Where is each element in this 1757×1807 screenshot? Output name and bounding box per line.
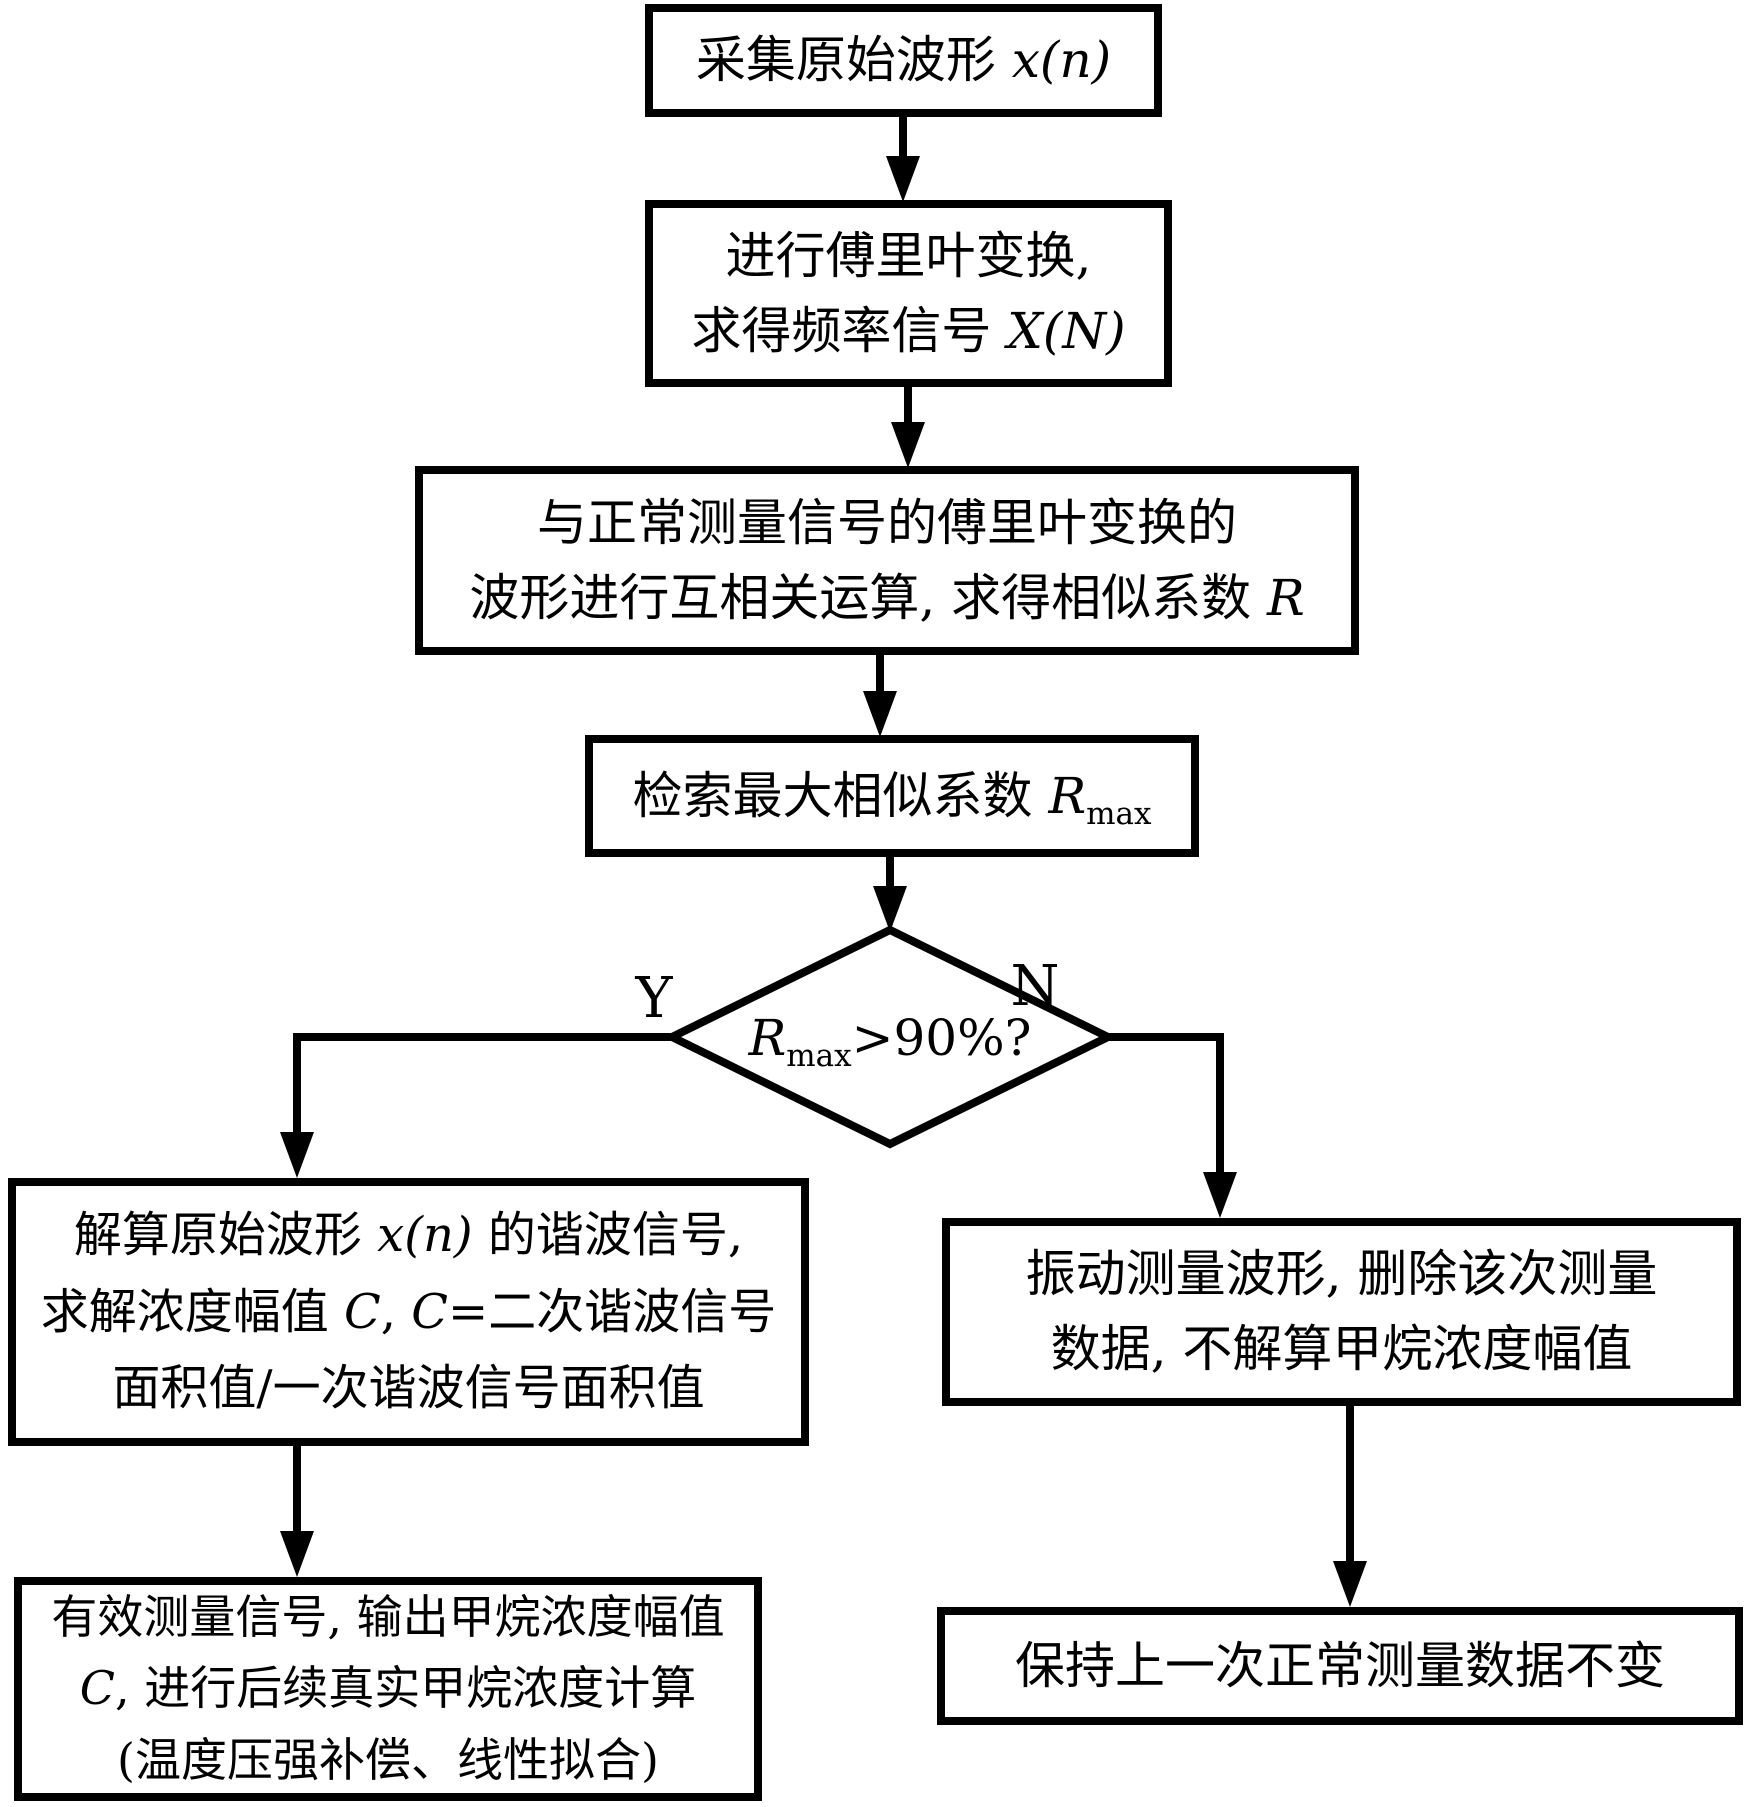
- connector-yes-branch: [280, 1033, 674, 1178]
- valid-math: C: [79, 1661, 115, 1716]
- valid-label2: , 进行后续真实甲烷浓度计算: [114, 1661, 697, 1716]
- branch-label-yes: Y: [614, 965, 694, 1031]
- fourier-math: X(N): [1007, 301, 1126, 360]
- xcorr-line2: 波形进行互相关运算, 求得相似系数 R: [469, 561, 1304, 636]
- valid-line3: (温度压强补偿、线性拟合): [117, 1725, 659, 1796]
- connector-search-to-decision: [873, 857, 907, 932]
- no-label: N: [1010, 953, 1060, 1019]
- harmonics-label2: 求解浓度幅值: [40, 1283, 345, 1340]
- acquire-math: x(n): [1011, 31, 1112, 89]
- harmonics-label1b: 的谐波信号,: [472, 1206, 744, 1263]
- arrow-head-icon: [863, 691, 897, 737]
- search-subscript: max: [1086, 795, 1152, 832]
- keep-line1: 保持上一次正常测量数据不变: [1015, 1629, 1665, 1704]
- fourier-line2: 求得频率信号 X(N): [691, 294, 1125, 369]
- valid-line1: 有效测量信号, 输出甲烷浓度幅值: [51, 1582, 724, 1653]
- node-harmonics: 解算原始波形 x(n) 的谐波信号, 求解浓度幅值 C, C=二次谐波信号 面积…: [8, 1178, 809, 1446]
- connector-xcorr-to-search: [863, 655, 897, 737]
- fourier-label2: 求得频率信号: [691, 301, 1008, 360]
- xcorr-label1: 与正常测量信号的傅里叶变换的: [537, 493, 1237, 552]
- arrow-head-icon: [886, 156, 920, 202]
- decision-condition: >90%?: [851, 1009, 1032, 1067]
- decision-math: R: [748, 1009, 787, 1067]
- node-acquire-text: 采集原始波形 x(n): [696, 23, 1111, 98]
- fourier-label1: 进行傅里叶变换,: [725, 226, 1092, 285]
- acquire-label: 采集原始波形: [695, 31, 1012, 89]
- node-cross-correlation: 与正常测量信号的傅里叶变换的 波形进行互相关运算, 求得相似系数 R: [415, 466, 1359, 655]
- harmonics-label3: 面积值/一次谐波信号面积值: [112, 1360, 705, 1417]
- arrow-head-icon: [873, 886, 907, 932]
- vibration-label2: 数据, 不解算甲烷浓度幅值: [1050, 1320, 1633, 1378]
- vibration-line2: 数据, 不解算甲烷浓度幅值: [1051, 1312, 1633, 1387]
- decision-diamond: [662, 925, 1118, 1149]
- arrow-head-icon: [280, 1531, 314, 1577]
- connector-no-branch: [1106, 1033, 1237, 1218]
- vibration-line1: 振动测量波形, 删除该次测量: [1026, 1237, 1658, 1312]
- harmonics-math2: C: [344, 1283, 381, 1340]
- branch-label-no: N: [990, 953, 1080, 1019]
- decision-text: Rmax>90%?: [748, 1009, 1032, 1072]
- keep-label: 保持上一次正常测量数据不变: [1015, 1636, 1665, 1695]
- connector-fourier-to-xcorr: [891, 387, 925, 468]
- connector-vibration-to-keep: [1333, 1406, 1367, 1607]
- decision-subscript: max: [786, 1038, 852, 1074]
- harmonics-line1: 解算原始波形 x(n) 的谐波信号,: [74, 1197, 743, 1274]
- harmonics-label2b: ,: [380, 1283, 412, 1340]
- decision-label: Rmax>90%?: [660, 1002, 1120, 1074]
- search-text: 检索最大相似系数 Rmax: [633, 759, 1152, 834]
- arrow-line: [1106, 1033, 1224, 1174]
- node-acquire-waveform: 采集原始波形 x(n): [645, 4, 1162, 117]
- harmonics-line2: 求解浓度幅值 C, C=二次谐波信号: [41, 1274, 776, 1351]
- xcorr-line1: 与正常测量信号的傅里叶变换的: [537, 486, 1237, 561]
- yes-label: Y: [635, 965, 673, 1031]
- vibration-label1: 振动测量波形, 删除该次测量: [1025, 1245, 1658, 1303]
- valid-line2: C, 进行后续真实甲烷浓度计算: [80, 1653, 696, 1724]
- harmonics-label1: 解算原始波形: [73, 1206, 378, 1263]
- valid-label3: (温度压强补偿、线性拟合): [117, 1732, 659, 1787]
- arrow-head-icon: [1203, 1172, 1237, 1218]
- connector-harmonics-to-valid: [280, 1446, 314, 1577]
- harmonics-math3: C: [411, 1283, 448, 1340]
- search-math: R: [1048, 766, 1087, 825]
- arrow-line: [293, 1033, 674, 1134]
- search-label: 检索最大相似系数: [632, 766, 1049, 825]
- connector-acquire-to-fourier: [886, 117, 920, 202]
- valid-label1: 有效测量信号, 输出甲烷浓度幅值: [51, 1590, 725, 1645]
- harmonics-math1: x(n): [377, 1206, 473, 1263]
- arrow-head-icon: [891, 422, 925, 468]
- xcorr-math: R: [1267, 568, 1305, 627]
- arrow-head-icon: [280, 1132, 314, 1178]
- node-search-max: 检索最大相似系数 Rmax: [585, 735, 1199, 857]
- harmonics-line3: 面积值/一次谐波信号面积值: [112, 1350, 704, 1427]
- node-valid-output: 有效测量信号, 输出甲烷浓度幅值 C, 进行后续真实甲烷浓度计算 (温度压强补偿…: [14, 1577, 762, 1801]
- node-keep-previous: 保持上一次正常测量数据不变: [937, 1607, 1743, 1725]
- node-vibration-discard: 振动测量波形, 删除该次测量 数据, 不解算甲烷浓度幅值: [942, 1218, 1741, 1406]
- node-fourier-transform: 进行傅里叶变换, 求得频率信号 X(N): [645, 200, 1172, 387]
- arrow-head-icon: [1333, 1561, 1367, 1607]
- fourier-line1: 进行傅里叶变换,: [726, 219, 1092, 294]
- harmonics-label2c: =二次谐波信号: [448, 1283, 777, 1340]
- xcorr-label2: 波形进行互相关运算, 求得相似系数: [469, 568, 1268, 627]
